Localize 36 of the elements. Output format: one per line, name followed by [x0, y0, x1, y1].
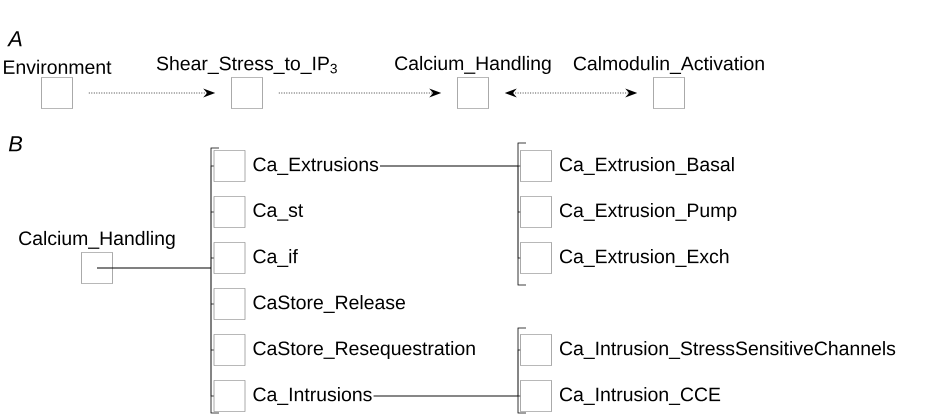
node-label: Ca_Extrusion_Basal: [560, 157, 734, 175]
labelled-box: Shear_Stress_to_IP$_{3}$: [156, 56, 337, 109]
labelled-box: Calcium_Handling: [395, 56, 551, 109]
node-label: Ca_Intrusions: [253, 387, 372, 405]
node-label: Calcium_Handling: [395, 56, 551, 74]
labelled-box: Ca_st: [214, 196, 304, 228]
labelled-box: CaStore_Resequestration: [214, 334, 475, 366]
node-label: Ca_Extrusions: [253, 157, 378, 175]
node-label: Calcium_Handling: [19, 230, 175, 250]
labelled-box: CaStore_Release: [214, 288, 405, 320]
labelled-box: Calmodulin_Activation: [574, 56, 764, 109]
labelled-box: Environment: [4, 60, 112, 109]
panel-label: A: [7, 31, 22, 46]
node-label: Ca_if: [253, 249, 298, 267]
labelled-box: Ca_Extrusions: [214, 150, 378, 182]
labelled-box: Calcium_Handling: [19, 230, 175, 284]
node-label: Ca_Intrusion_StressSensitiveChannels: [560, 341, 896, 359]
labelled-box: Ca_Extrusion_Exch: [520, 242, 728, 274]
labelled-box: Ca_Extrusion_Basal: [520, 150, 734, 182]
node-label: Ca_st: [253, 203, 304, 221]
connector: [96, 268, 214, 396]
labelled-box: Ca_Intrusion_CCE: [520, 380, 720, 412]
labelled-box: Ca_if: [214, 242, 298, 274]
labelled-box: Ca_Intrusion_StressSensitiveChannels: [520, 334, 896, 366]
node-label: Ca_Intrusion_CCE: [560, 387, 720, 405]
node-label: Ca_Extrusion_Pump: [560, 202, 736, 222]
connector: [380, 166, 521, 258]
node-label: Environment: [4, 60, 112, 74]
labelled-box: Ca_Extrusion_Pump: [520, 196, 736, 228]
node-label: CaStore_Release: [253, 295, 405, 313]
node-label: Calmodulin_Activation: [574, 56, 764, 74]
panel-label: B: [8, 136, 22, 152]
node-label: CaStore_Resequestration: [253, 340, 475, 360]
node-label: Ca_Extrusion_Exch: [560, 249, 728, 267]
labelled-box: Ca_Intrusions: [214, 380, 372, 412]
node-label: Shear_Stress_to_IP$_{3}$: [156, 56, 337, 74]
